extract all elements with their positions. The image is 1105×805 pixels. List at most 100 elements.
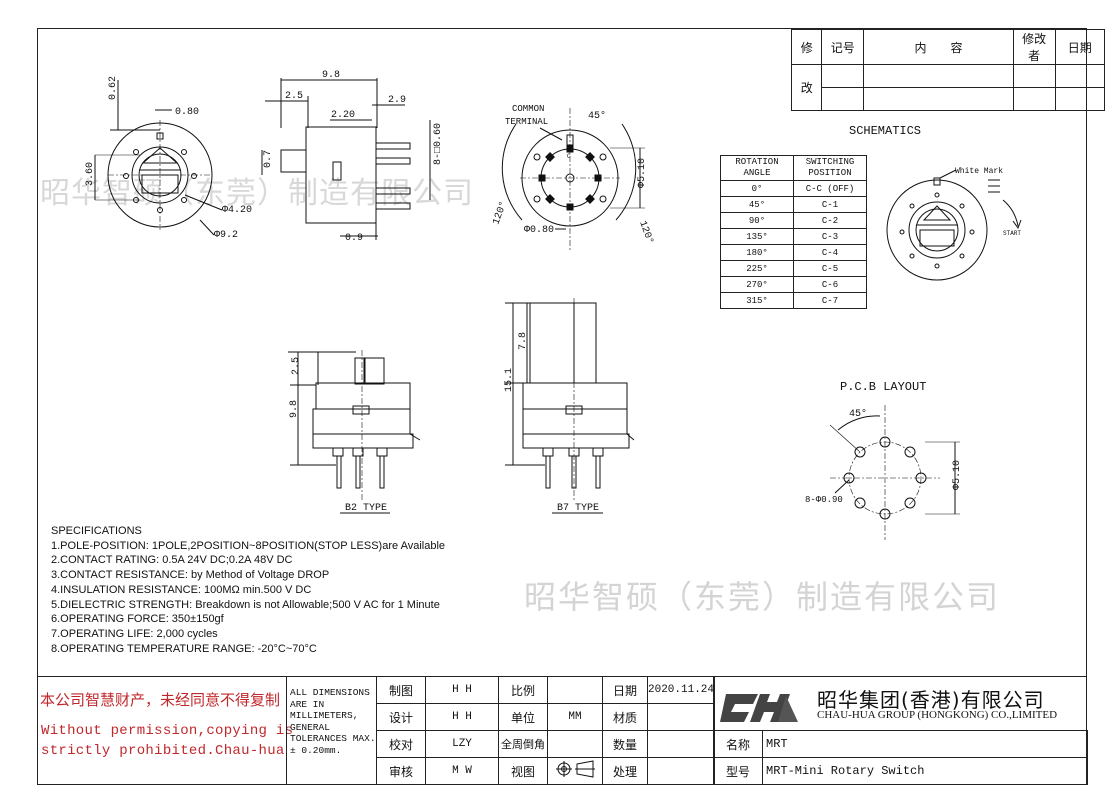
dims-line: TOLERANCES MAX. — [290, 733, 376, 744]
scale-value — [547, 676, 603, 704]
side-view — [261, 78, 431, 240]
date-label: 日期 — [602, 676, 648, 704]
spec-item: 8.OPERATING TEMPERATURE RANGE: -20°C~70°… — [51, 642, 317, 655]
treatment-value — [646, 757, 716, 785]
treatment-label: 处理 — [602, 757, 648, 785]
b2-type-label: B2 TYPE — [345, 503, 387, 514]
cha-logo — [720, 694, 798, 722]
rev-cell — [863, 64, 1014, 88]
b2-dim-98: 9.8 — [289, 400, 300, 418]
pcb-dim-510: Φ5.10 — [952, 460, 963, 490]
model-value: MRT-Mini Rotary Switch — [762, 757, 1088, 785]
rev-mod-1: 修 — [790, 29, 823, 65]
chamfer-value — [547, 730, 603, 758]
notice-en-line2: strictly prohibited.Chau-hua — [41, 743, 285, 759]
rev-cell — [1054, 64, 1105, 88]
spec-item: 5.DIELECTRIC STRENGTH: Breakdown is not … — [51, 598, 440, 611]
table-row: 180°C-4 — [720, 244, 867, 261]
material-label: 材质 — [602, 703, 648, 731]
b2-type-view — [288, 350, 421, 514]
approve-label: 审核 — [376, 757, 426, 785]
dims-line: GENERAL — [290, 721, 330, 733]
dim-220: 2.20 — [331, 110, 355, 121]
position-cell: C-6 — [793, 276, 867, 293]
position-cell: C-4 — [793, 244, 867, 261]
rev-cell — [1054, 87, 1105, 111]
qty-value — [646, 730, 716, 758]
view-label: 视图 — [498, 757, 548, 785]
part-name-table: 名称 MRT 型号 MRT-Mini Rotary Switch — [713, 730, 1088, 785]
start-label: START — [1003, 230, 1021, 237]
rotation-header-line1: ROTATION — [735, 157, 779, 167]
date-value: 2020.11.24 — [646, 676, 716, 704]
dims-line: ± 0.20mm. — [290, 744, 342, 756]
drawn-label: 制图 — [376, 676, 426, 704]
bottom-dim-510: Φ5.10 — [637, 158, 648, 188]
angle-cell: 45° — [720, 196, 794, 213]
dim-080: 0.80 — [175, 107, 199, 118]
spec-item: 6.OPERATING FORCE: 350±150gf — [51, 613, 224, 626]
specifications-title: SPECIFICATIONS — [51, 525, 142, 537]
spec-item: 3.CONTACT RESISTANCE: by Method of Volta… — [51, 569, 330, 582]
title-block-grid: 制图 H H 比例 日期 2020.11.24 设计 H H 单位 MM 材质 … — [376, 676, 716, 785]
table-row: 315°C-7 — [720, 292, 867, 309]
switching-header: SWITCHING POSITION — [793, 155, 867, 181]
angle-cell: 0° — [720, 180, 794, 197]
notice-cn: 本公司智慧财产，未经同意不得复制 — [40, 691, 281, 709]
notice-en-line1: Without permission,copying is — [41, 723, 294, 739]
rotation-header-line2: ANGLE — [743, 168, 771, 178]
drawn-value: H H — [425, 676, 499, 704]
position-cell: C-5 — [793, 260, 867, 277]
design-value: H H — [425, 703, 499, 731]
table-row: 225°C-5 — [720, 260, 867, 277]
drawing-frame — [37, 28, 1087, 785]
b7-dim-78: 7.8 — [518, 332, 529, 350]
name-label: 名称 — [713, 730, 763, 758]
bottom-view — [501, 108, 645, 250]
chamfer-label: 全周倒角 — [498, 730, 548, 758]
b2-dim-25: 2.5 — [291, 357, 302, 375]
company-name-en: CHAU-HUA GROUP (HONGKONG) CO.,LIMITED — [817, 709, 1058, 721]
dim-25: 2.5 — [285, 91, 303, 102]
table-row: 0°C-C (OFF) — [720, 180, 867, 197]
dim-29: 2.9 — [388, 95, 406, 106]
schematic-knob — [886, 169, 1022, 281]
dim-07: 0.7 — [263, 150, 274, 168]
angle-cell: 225° — [720, 260, 794, 277]
dim-d92: Φ9.2 — [214, 230, 238, 241]
table-row: 135°C-3 — [720, 228, 867, 245]
angle-cell: 315° — [720, 292, 794, 309]
common-label-1: COMMON — [512, 104, 544, 114]
common-label-2: TERMINAL — [505, 117, 548, 127]
pcb-holes: 8-Φ0.90 — [805, 495, 843, 505]
angle-cell: 135° — [720, 228, 794, 245]
spec-item: 4.INSULATION RESISTANCE: 100MΩ min.500 V… — [51, 583, 312, 596]
company-name-cn: 昭华集团(香港)有限公司 — [817, 688, 1045, 712]
spec-item: 2.CONTACT RATING: 0.5A 24V DC;0.2A 48V D… — [51, 554, 293, 567]
bottom-angle45: 45° — [588, 110, 606, 122]
check-label: 校对 — [376, 730, 426, 758]
pcb-layout-title: P.C.B LAYOUT — [840, 380, 927, 394]
material-value — [646, 703, 716, 731]
dims-line: ALL DIMENSIONS — [290, 687, 370, 698]
rotation-table: ROTATION ANGLE SWITCHING POSITION 0°C-C … — [720, 155, 867, 309]
position-cell: C-2 — [793, 212, 867, 229]
dimensions-note: ALL DIMENSIONS ARE IN MILLIMETERS, GENER… — [286, 676, 376, 784]
dim-pins: 8-□0.60 — [433, 123, 444, 165]
dim-98: 9.8 — [322, 70, 340, 81]
spec-item: 1.POLE-POSITION: 1POLE,2POSITION~8POSITI… — [51, 539, 446, 552]
dim-360: 3.60 — [85, 162, 96, 186]
rev-cell — [821, 87, 865, 111]
dims-line: MILLIMETERS, — [290, 710, 359, 721]
company-block: 昭华集团(香港)有限公司 CHAU-HUA GROUP (HONGKONG) C… — [713, 676, 1087, 730]
switching-header-line1: SWITCHING — [805, 157, 855, 167]
bottom-angle120-left: 120° — [490, 200, 509, 227]
table-row: 90°C-2 — [720, 212, 867, 229]
bottom-angle120-right: 120° — [636, 219, 655, 246]
watermark-bottom: 昭华智硕（东莞）制造有限公司 — [524, 578, 1001, 616]
unit-label: 单位 — [498, 703, 548, 731]
b7-type-view — [505, 298, 635, 514]
approve-value: M W — [425, 757, 499, 785]
dim-d420: Φ4.20 — [222, 205, 252, 216]
position-cell: C-1 — [793, 196, 867, 213]
